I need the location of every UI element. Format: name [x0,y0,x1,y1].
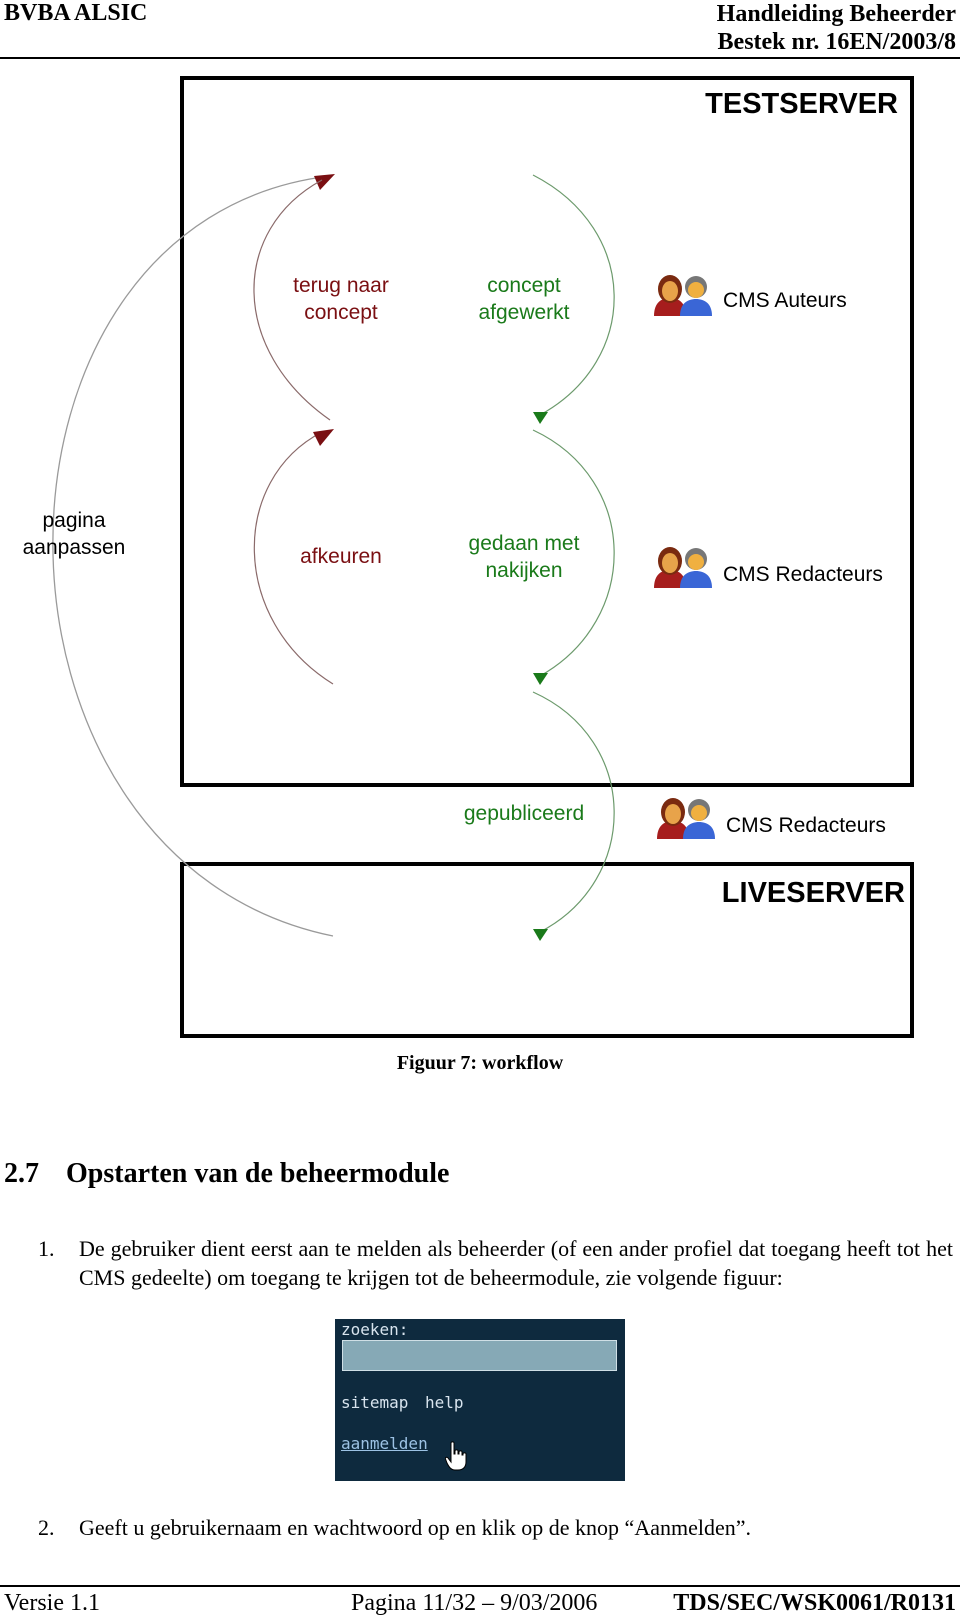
state-afkeuren: afkeuren [300,545,382,568]
list-item: 2. Geeft u gebruikernaam en wachtwoord o… [38,1513,953,1542]
footer-page: Pagina 11/32 – 9/03/2006 [351,1590,598,1616]
arrow-head-green [533,673,548,685]
arrow-head-green [533,929,548,941]
concept-afgewerkt-arc [532,174,615,416]
step-text: De gebruiker dient eerst aan te melden a… [79,1236,953,1290]
search-input[interactable] [342,1340,617,1371]
footer-reference: TDS/SEC/WSK0061/R0131 [673,1590,956,1616]
role-cms-redacteurs: CMS Redacteurs [726,814,886,837]
pagina-aanpassen-arc [52,175,334,937]
liveserver-box [180,862,914,1038]
testserver-label: TESTSERVER [705,88,898,120]
state-terug-naar-concept-2: concept [304,301,378,324]
state-terug-naar-concept-1: terug naar [293,274,389,297]
terug-naar-concept-arc [253,179,331,421]
section-heading: 2.7 Opstarten van de beheermodule [4,1158,449,1190]
arrow-head-red [313,429,334,446]
state-pagina-aanpassen-1: pagina [42,509,105,532]
step-number: 1. [38,1236,55,1261]
help-link[interactable]: help [425,1393,464,1412]
header-rule [0,57,960,59]
step-number: 2. [38,1515,55,1540]
arrow-head-red [314,174,335,190]
users-group-icon [657,798,715,839]
role-cms-redacteurs: CMS Redacteurs [723,563,883,586]
section-title: Opstarten van de beheermodule [66,1158,450,1189]
bestek-number: Bestek nr. 16EN/2003/8 [717,29,956,55]
liveserver-label: LIVESERVER [722,877,905,909]
document-header: Handleiding Beheerder Bestek nr. 16EN/20… [717,0,956,56]
afkeuren-arc [253,431,334,685]
state-gepubliceerd: gepubliceerd [464,802,584,825]
hand-pointer-icon [445,1441,467,1471]
state-concept-afgewerkt-1: concept [487,274,561,297]
company-name: BVBA ALSIC [4,0,148,26]
testserver-box [180,76,914,787]
arrow-head-green [533,412,548,424]
users-group-icon [654,275,712,316]
footer-rule [0,1585,960,1587]
gepubliceerd-arc [532,691,615,933]
document-title: Handleiding Beheerder [716,1,956,27]
search-label: zoeken: [341,1320,409,1339]
step-text: Geeft u gebruikernaam en wachtwoord op e… [79,1515,751,1540]
login-link[interactable]: aanmelden [341,1434,428,1453]
footer-version: Versie 1.1 [4,1590,100,1616]
workflow-diagram: TESTSERVER LIVESERVER terug naar concept… [23,76,914,1038]
role-cms-auteurs: CMS Auteurs [723,289,847,312]
sitemap-link[interactable]: sitemap [341,1393,409,1412]
state-pagina-aanpassen-2: aanpassen [23,536,126,559]
state-gedaan-met-nakijken-1: gedaan met [469,532,580,555]
list-item: 1. De gebruiker dient eerst aan te melde… [38,1234,953,1292]
users-group-icon [654,547,712,588]
state-concept-afgewerkt-2: afgewerkt [478,301,569,324]
section-number: 2.7 [4,1158,39,1189]
cms-login-screenshot: zoeken: sitemap help aanmelden [335,1319,625,1481]
figure-caption: Figuur 7: workflow [396,1052,564,1074]
gedaan-met-nakijken-arc [532,429,615,677]
state-gedaan-met-nakijken-2: nakijken [485,559,562,582]
